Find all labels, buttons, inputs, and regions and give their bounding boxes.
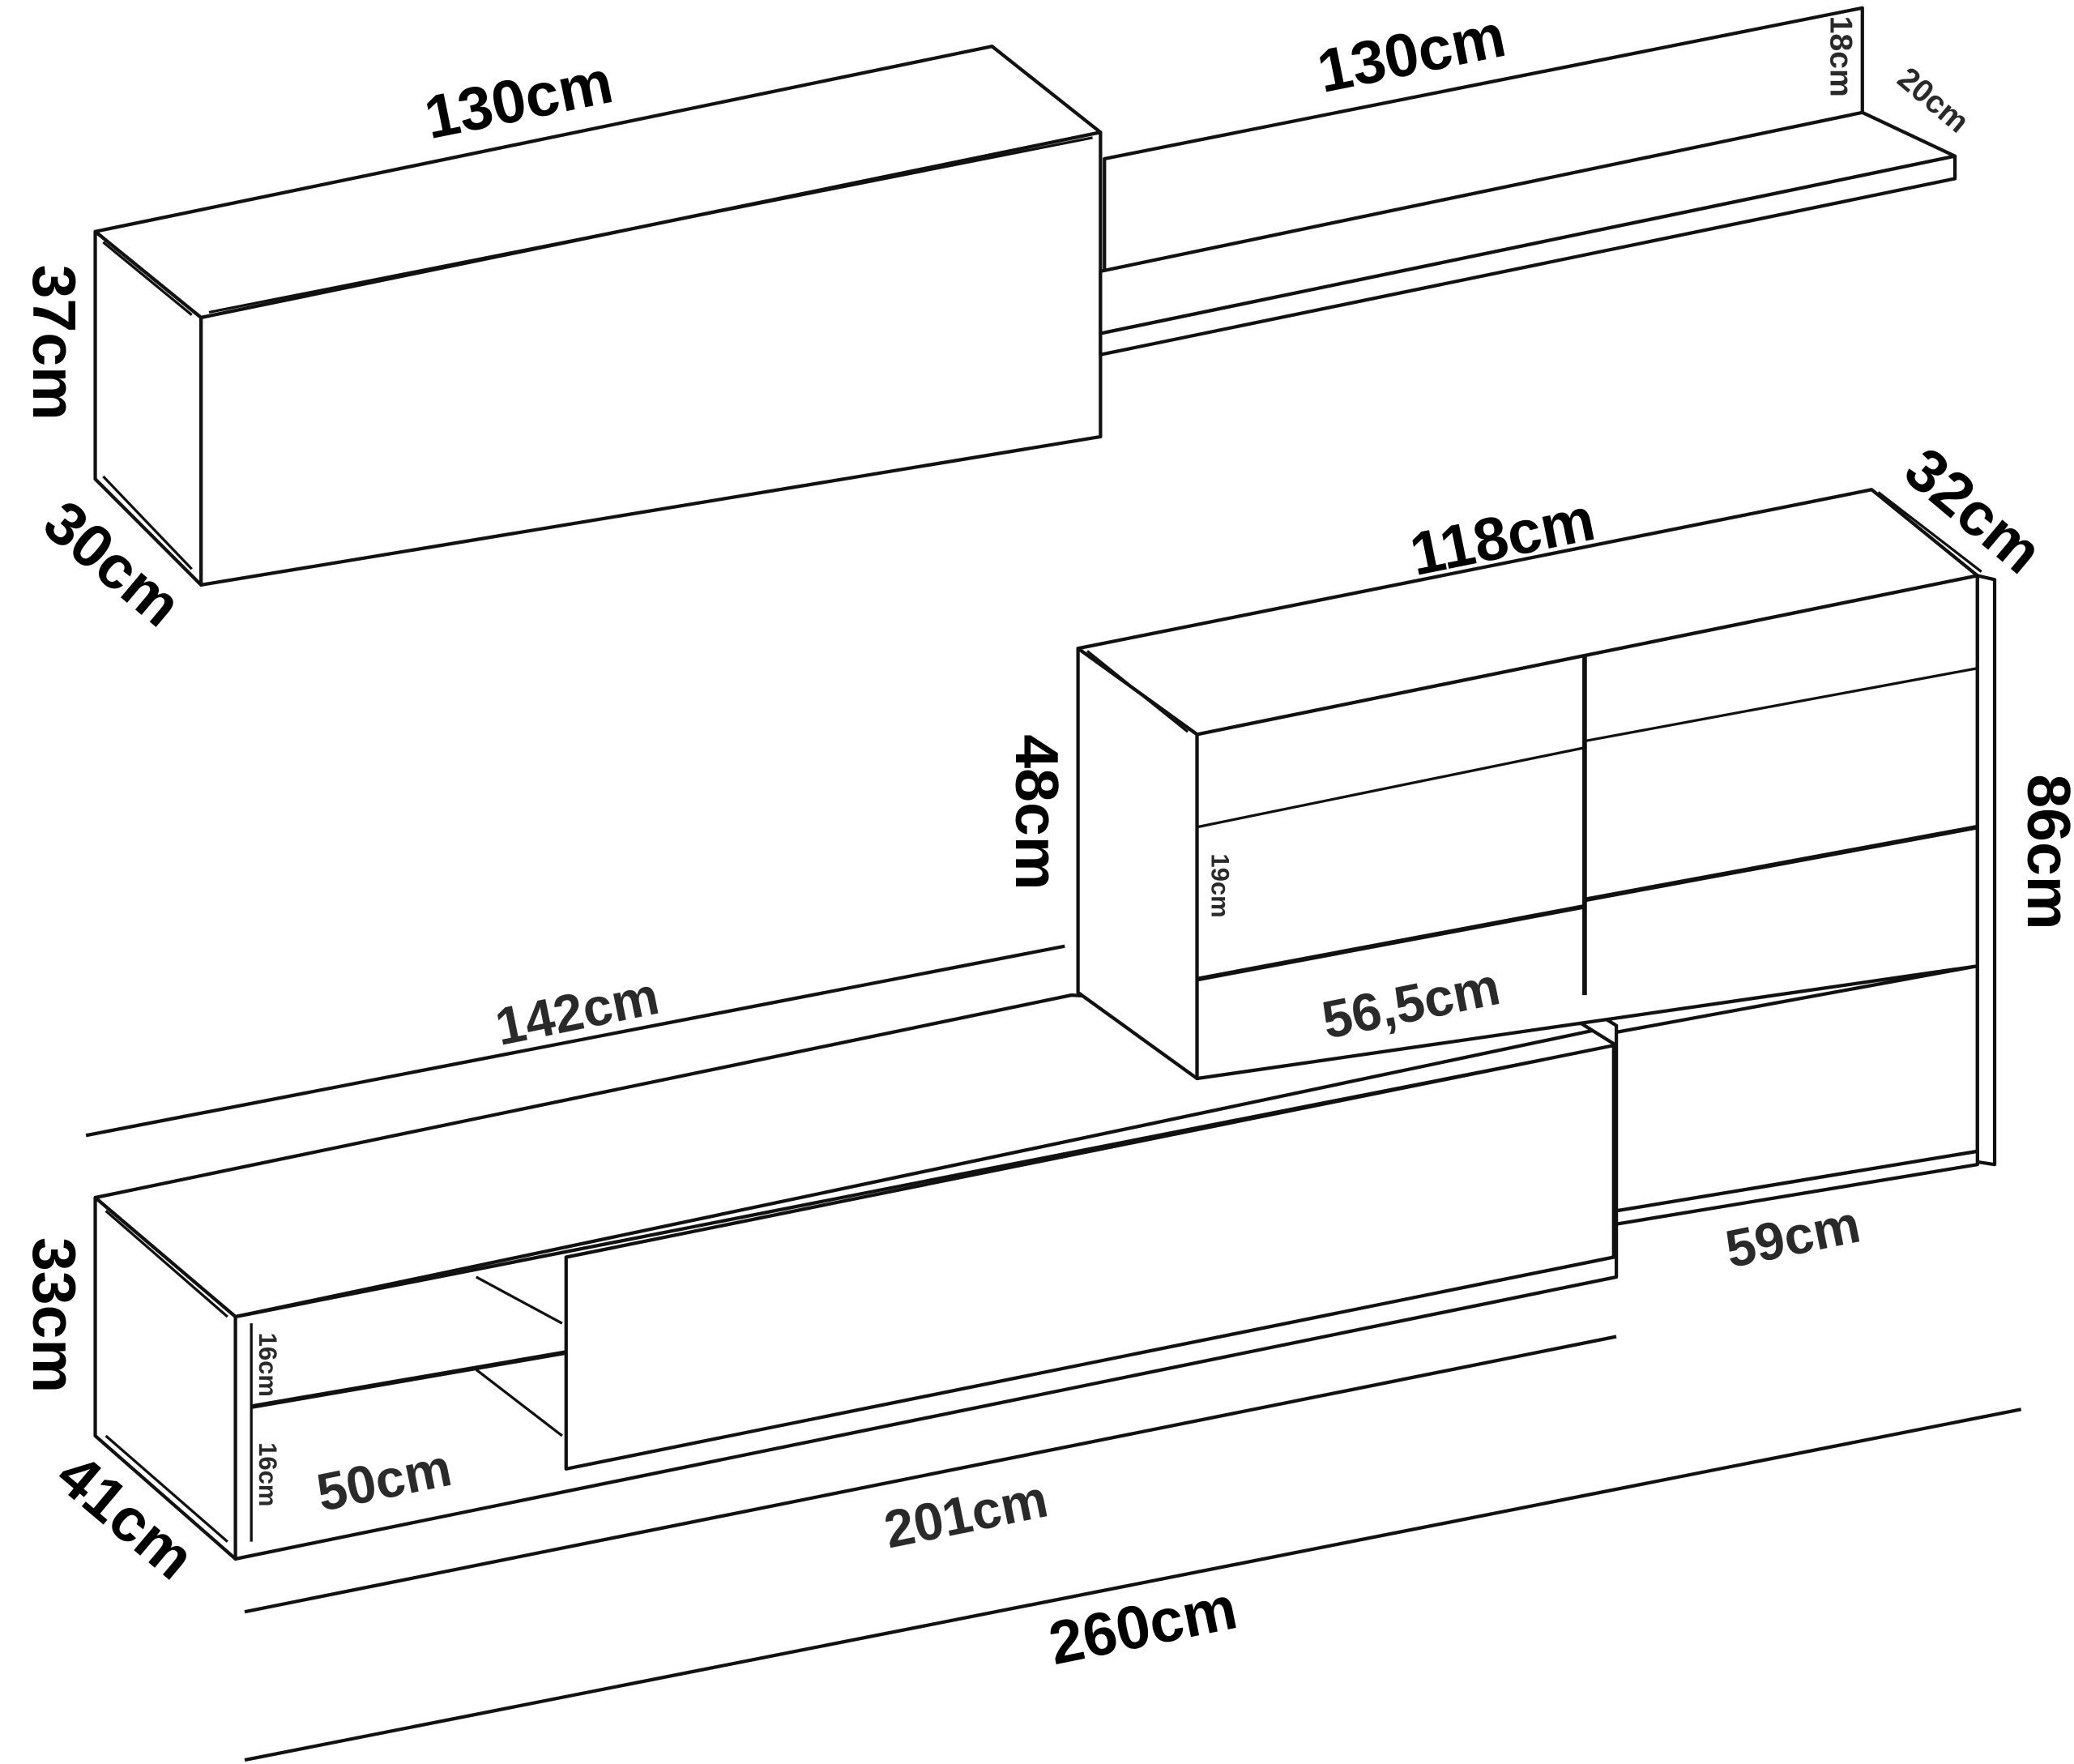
label-tv-unit-width: 201cm [879,1468,1052,1559]
label-shelf-height: 18cm [1824,16,1858,97]
label-open-shelf-upper-height: 16cm [254,1333,282,1397]
label-open-shelf-lower-height: 16cm [254,1442,282,1506]
tv-unit [93,993,1619,1561]
label-shelf-depth: 20cm [1891,61,1975,139]
wall-shelf [1099,6,1957,357]
label-wall-cabinet-height: 37cm [20,265,88,421]
label-back-length: 142cm [490,966,664,1057]
label-upper-box-height: 48cm [1003,734,1071,890]
label-total-width: 260cm [1043,1573,1243,1677]
label-tv-unit-height: 33cm [20,1237,88,1393]
label-compartment-height: 19cm [1206,853,1235,917]
label-tall-unit-height: 86cm [2015,774,2074,929]
label-tall-unit-lower-width: 59cm [1721,1194,1865,1279]
dimension-lines [85,944,2022,1762]
tall-unit [1076,488,1997,1226]
wall-cabinet [93,45,1103,587]
